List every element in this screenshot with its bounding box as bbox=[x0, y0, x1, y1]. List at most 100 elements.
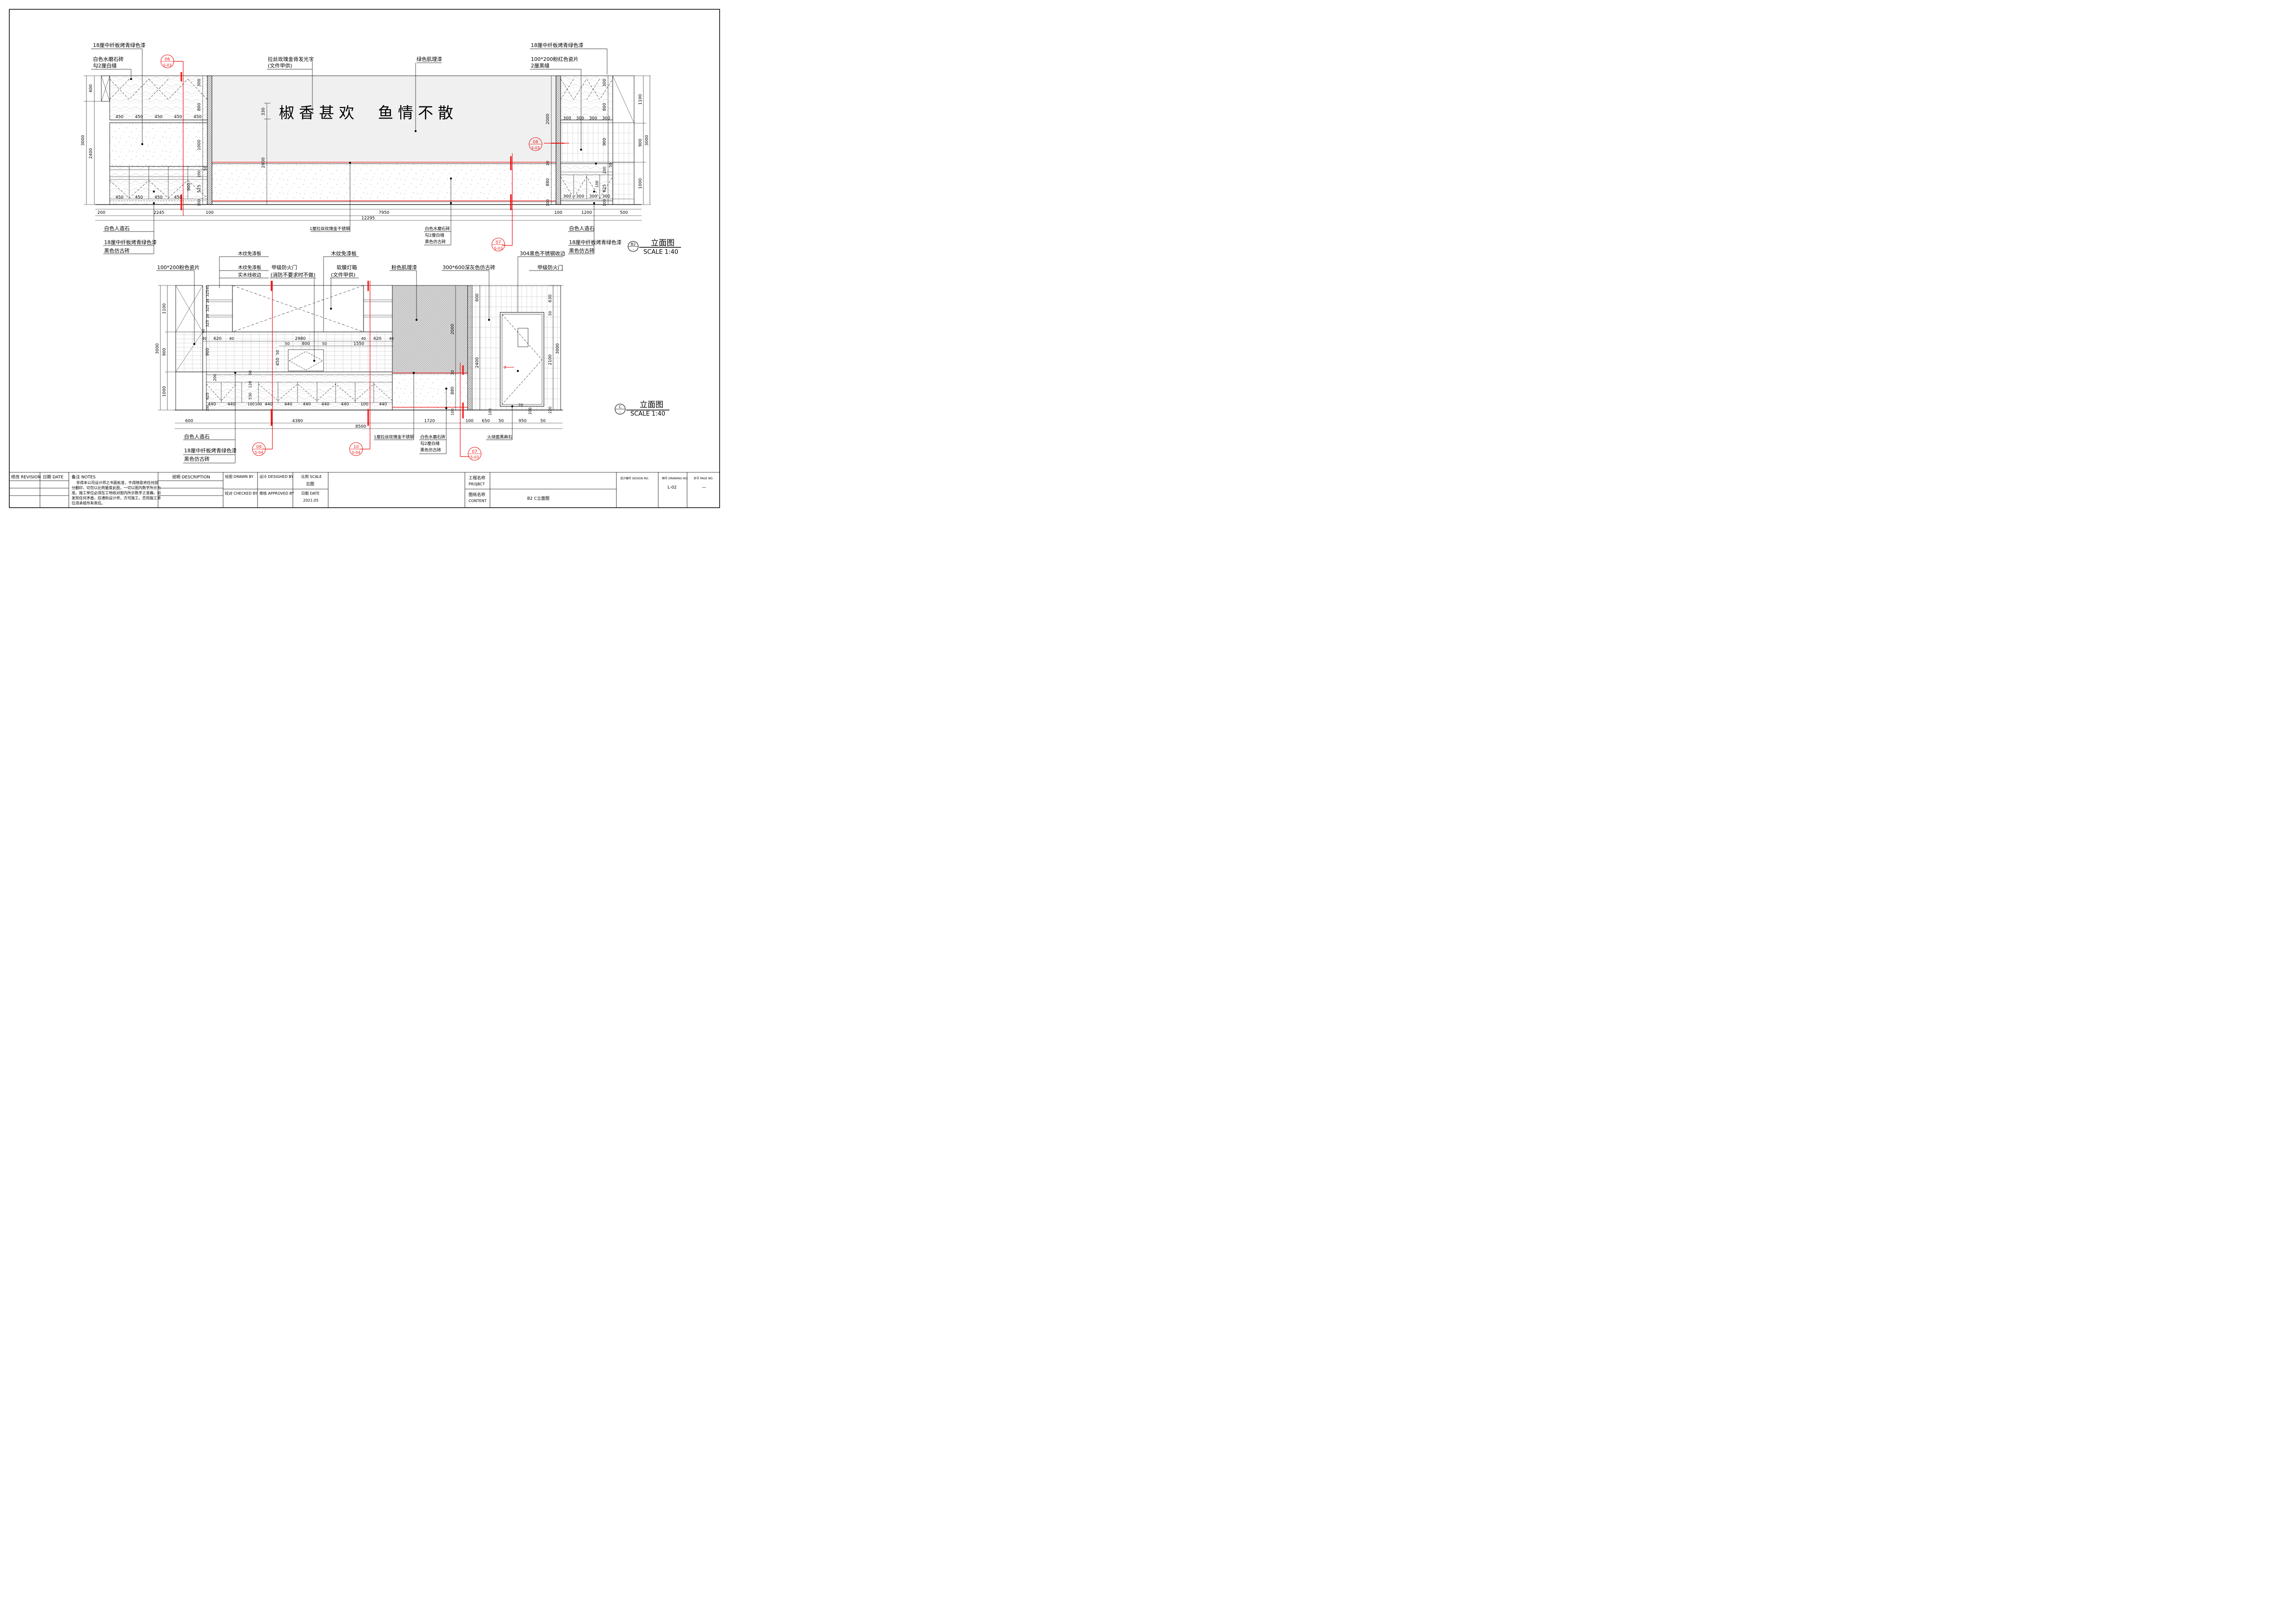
label-bl-1: 白色人造石 bbox=[104, 225, 130, 232]
tb-design-no: 设计编号 DESIGN NO. bbox=[620, 477, 649, 480]
dimension-label: 600 bbox=[475, 293, 480, 301]
dimension-label: 100 bbox=[197, 199, 201, 206]
dimension-label: 08 bbox=[533, 140, 538, 145]
dimension-label: 20 bbox=[450, 370, 455, 375]
dimension-label: 300 bbox=[589, 194, 597, 199]
tb-note-line-1: 非得本公司设计师之书面批准，不得随意将任何部 bbox=[76, 480, 158, 485]
dimension-label: 800 bbox=[197, 103, 202, 111]
dimension-label: 220 bbox=[548, 406, 552, 413]
label-bm-2: 白色水磨石砖 bbox=[425, 226, 450, 232]
dimension-label: 3000 bbox=[556, 343, 560, 354]
tb-description: 说明 DESCRIPTION bbox=[172, 474, 210, 480]
dimension-label: 50 bbox=[322, 342, 327, 346]
dimension-label: 900 bbox=[205, 348, 210, 356]
tb-page-no: — bbox=[702, 485, 706, 490]
c-label-b5: 白色水磨石砖 bbox=[420, 434, 445, 440]
dimension-label: 50 bbox=[276, 350, 280, 355]
dimension-label: 1000 bbox=[162, 386, 167, 397]
dimension-label: 1200 bbox=[582, 211, 592, 215]
c-label-t1: 木纹免漆板 bbox=[238, 251, 261, 257]
dimension-label: 525 bbox=[197, 185, 202, 192]
tb-scale-label: 比例 SCALE bbox=[301, 474, 322, 479]
dimension-label: 450 bbox=[135, 115, 143, 119]
c-label-t13: 100*200粉色瓷片 bbox=[157, 264, 200, 271]
dimension-label: 440 bbox=[284, 402, 292, 407]
dimension-label: 800 bbox=[302, 342, 310, 346]
c-label-t10: 300*600深灰色仿古砖 bbox=[443, 264, 496, 271]
c-label-b7: 黑色仿古砖 bbox=[420, 447, 441, 453]
dimension-label: 07 bbox=[472, 450, 477, 454]
dimension-label: 880 bbox=[450, 386, 455, 394]
dimension-label: 330 bbox=[261, 107, 266, 115]
dimension-label: 2000 bbox=[261, 157, 266, 168]
dimension-label: 300 bbox=[589, 116, 597, 121]
title-block: 修改 REVISION 日期 DATE 备注 NOTES 非得本公司设计师之书面… bbox=[9, 472, 720, 508]
dimension-label: 440 bbox=[227, 402, 235, 407]
label-tl-3: 勾2厘白缝 bbox=[93, 62, 117, 69]
dimension-label: 1720 bbox=[424, 419, 435, 424]
tb-date-label: 日期 DATE bbox=[301, 491, 319, 496]
b2-left-cabinet-lower bbox=[109, 166, 208, 205]
c-label-b3: 黑色仿古砖 bbox=[184, 456, 210, 462]
tb-drawing-no-label: 图号 DRAWING NO. bbox=[662, 477, 688, 480]
label-br-1: 白色人造石 bbox=[569, 225, 595, 232]
dimension-label: 2245 bbox=[154, 211, 165, 215]
dimension-label: 2000 bbox=[450, 324, 455, 334]
b2-left-cabinet-upper bbox=[109, 75, 208, 120]
c-title-block: C - 立面图 SCALE 1:40 bbox=[615, 400, 669, 417]
label-tr-1: 18厘中纤板烤青绿色漆 bbox=[531, 42, 583, 48]
dimension-label: 450 bbox=[174, 115, 182, 119]
tb-project-label-en: PROJBCT bbox=[469, 482, 485, 486]
c-label-t5: (消防不要求时不做) bbox=[271, 271, 316, 278]
dimension-label: B2 bbox=[631, 242, 636, 246]
c-label-t9: 粉色肌理漆 bbox=[391, 264, 417, 271]
dimension-label: 600 bbox=[185, 419, 193, 424]
label-bm-3: 勾2厘白缝 bbox=[425, 232, 444, 238]
dimension-label: 40 bbox=[202, 329, 205, 333]
c-upper-wood-right bbox=[363, 285, 393, 332]
dimension-label: 3000 bbox=[645, 135, 649, 146]
dimension-label: 440 bbox=[265, 402, 272, 407]
c-fire-door bbox=[500, 312, 544, 407]
tb-date: 日期 DATE bbox=[43, 475, 64, 480]
dimension-label: 500 bbox=[620, 211, 628, 215]
dimension-label: 100 bbox=[465, 419, 473, 424]
tb-note-line-5: 位须承担所有责任。 bbox=[72, 501, 105, 505]
dimension-label: 450 bbox=[115, 115, 123, 119]
dimension-label: 440 bbox=[341, 402, 349, 407]
dimension-label: 100 bbox=[546, 199, 550, 206]
c-pink-texture bbox=[392, 285, 468, 373]
dimension-label: 100 bbox=[247, 402, 254, 406]
dimension-label: 625 bbox=[205, 392, 210, 399]
dimension-label: 1100 bbox=[638, 94, 643, 105]
dimension-label: 450 bbox=[276, 358, 280, 365]
label-br-2: 18厘中纤板烤青绿色漆 bbox=[569, 239, 622, 245]
c-label-b8: 火烧面黑麻石 bbox=[487, 434, 512, 440]
dimension-label: 3000 bbox=[155, 343, 160, 354]
dimension-label: 8500 bbox=[356, 424, 366, 429]
dimension-label: 2980 bbox=[295, 337, 306, 341]
dimension-label: 20 bbox=[206, 314, 210, 318]
dimension-label: 325 bbox=[205, 320, 210, 327]
b2-pink-tiles bbox=[560, 122, 635, 163]
dimension-label: 300 bbox=[602, 194, 610, 199]
label-bl-2: 18厘中纤板烤青绿色漆 bbox=[104, 239, 157, 245]
dimension-label: 50 bbox=[285, 342, 290, 346]
dimension-label: - bbox=[620, 410, 621, 414]
b2-scale: SCALE 1:40 bbox=[643, 249, 678, 256]
dimension-label: 200 bbox=[602, 166, 607, 173]
dimension-label: 450 bbox=[154, 195, 162, 200]
dimension-label: 440 bbox=[379, 402, 387, 407]
b2-left-terrazzo bbox=[109, 122, 208, 167]
c-label-b2: 18厘中纤板烤青绿色漆 bbox=[184, 447, 237, 454]
dimension-label: S-04 bbox=[352, 450, 360, 455]
dimension-label: 325 bbox=[205, 290, 210, 297]
dimension-label: 200 bbox=[97, 211, 105, 215]
dimension-label: 2400 bbox=[89, 148, 93, 159]
dimension-label: 450 bbox=[193, 115, 201, 119]
dimension-label: 440 bbox=[321, 402, 329, 407]
tb-note-line-3: 准。施工单位必须在工地核对图内所示数字之准确，如 bbox=[72, 490, 161, 495]
dimension-label: 325 bbox=[205, 305, 210, 311]
c-label-t8: (文件甲供) bbox=[331, 271, 356, 278]
dimension-label: 900 bbox=[602, 138, 607, 146]
